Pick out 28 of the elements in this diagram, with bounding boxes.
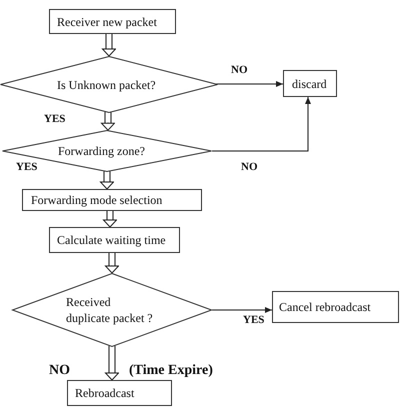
process-text: discard: [292, 76, 327, 90]
decision-diamond: [2, 130, 212, 172]
process-text: Receiver new packet: [57, 14, 157, 28]
decision-diamond: [12, 273, 212, 347]
block-arrow: [101, 111, 115, 131]
process-box: [49, 9, 176, 34]
process-box: [22, 189, 202, 211]
decision-diamond: [0, 56, 218, 113]
decision-text: Forwarding zone?: [58, 143, 145, 159]
process-text: Forwarding mode selection: [31, 193, 162, 207]
decision-text: Received duplicate packet ?: [66, 294, 154, 326]
block-arrow: [102, 34, 116, 56]
arrow: [212, 307, 272, 313]
decision-text: Is Unknown packet?: [57, 76, 156, 92]
block-arrow: [105, 252, 119, 274]
arrow: [216, 81, 284, 87]
process-box: [272, 291, 399, 323]
block-arrow: [100, 170, 114, 190]
note-text: (Time Expire): [129, 364, 213, 379]
process-box: [67, 380, 172, 406]
process-text: Cancel rebroadcast: [279, 300, 371, 314]
process-text: Calculate waiting time: [57, 233, 166, 247]
block-arrow: [105, 345, 119, 380]
arrow: [212, 96, 311, 152]
process-text: Rebroadcast: [75, 386, 134, 400]
process-box: [49, 227, 180, 253]
process-box: [283, 70, 337, 97]
block-arrow: [103, 210, 117, 228]
